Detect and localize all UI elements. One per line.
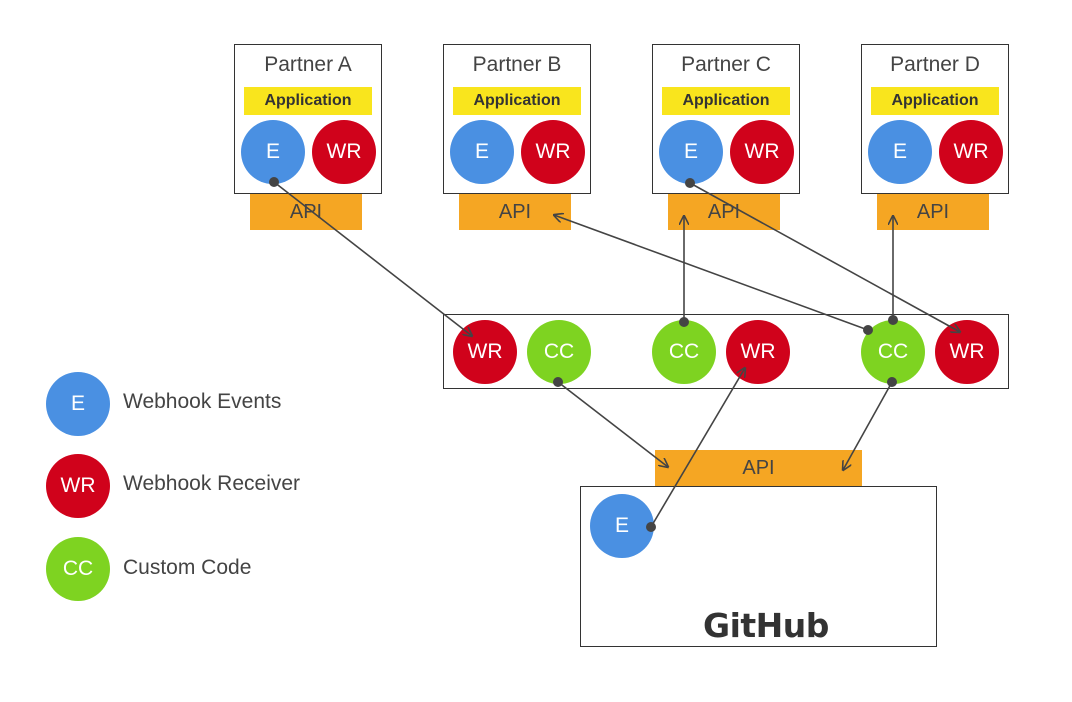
github-logo: GitHub bbox=[703, 606, 829, 645]
arrow-github-event-to-receiver bbox=[650, 368, 745, 528]
receiver-node: WR bbox=[939, 120, 1003, 184]
arrow-partner-a-to-receiver bbox=[273, 181, 472, 336]
partner-title: Partner A bbox=[264, 53, 352, 76]
receiver-node: WR bbox=[521, 120, 585, 184]
partner-b-box: Partner B Application E WR bbox=[443, 44, 591, 194]
application-bar: Application bbox=[662, 87, 790, 115]
event-node: E bbox=[868, 120, 932, 184]
connector-dot bbox=[887, 377, 897, 387]
receiver-node: WR bbox=[312, 120, 376, 184]
application-bar: Application bbox=[871, 87, 999, 115]
event-node: E bbox=[241, 120, 305, 184]
arrow-cc2-to-github-api bbox=[843, 381, 893, 470]
receiver-node: WR bbox=[935, 320, 999, 384]
connector-dot bbox=[679, 317, 689, 327]
partner-c-box: Partner C Application E WR bbox=[652, 44, 800, 194]
partner-title: Partner B bbox=[472, 53, 562, 76]
legend-receiver-label: Webhook Receiver bbox=[123, 472, 301, 495]
legend-custom-code-label: Custom Code bbox=[123, 556, 252, 579]
event-node: E bbox=[659, 120, 723, 184]
partner-title: Partner C bbox=[681, 53, 771, 76]
legend-event-label: Webhook Events bbox=[123, 390, 282, 413]
legend-custom-code-icon: CC bbox=[46, 537, 110, 601]
receiver-node: WR bbox=[730, 120, 794, 184]
github-event-node: E bbox=[590, 494, 654, 558]
connector-dot bbox=[888, 315, 898, 325]
receiver-node: WR bbox=[726, 320, 790, 384]
github-api: API bbox=[655, 450, 862, 486]
partner-a-box: Partner A Application E WR bbox=[234, 44, 382, 194]
application-bar: Application bbox=[453, 87, 581, 115]
partner-b-api: API bbox=[459, 194, 571, 230]
arrow-partner-c-to-receiver bbox=[689, 182, 960, 332]
connector-dot bbox=[553, 377, 563, 387]
connector-dot bbox=[269, 177, 279, 187]
partner-d-box: Partner D Application E WR bbox=[861, 44, 1009, 194]
custom-code-node: CC bbox=[652, 320, 716, 384]
partner-a-api: API bbox=[250, 194, 362, 230]
arrow-cc-to-github-api bbox=[557, 381, 668, 467]
arrow-cc-to-partner-b-api bbox=[554, 215, 869, 331]
event-node: E bbox=[450, 120, 514, 184]
connector-dot bbox=[685, 178, 695, 188]
custom-code-node: CC bbox=[527, 320, 591, 384]
legend-event-icon: E bbox=[46, 372, 110, 436]
connector-dot bbox=[646, 522, 656, 532]
connector-dot bbox=[863, 325, 873, 335]
application-bar: Application bbox=[244, 87, 372, 115]
legend-receiver-icon: WR bbox=[46, 454, 110, 518]
partner-title: Partner D bbox=[890, 53, 980, 76]
